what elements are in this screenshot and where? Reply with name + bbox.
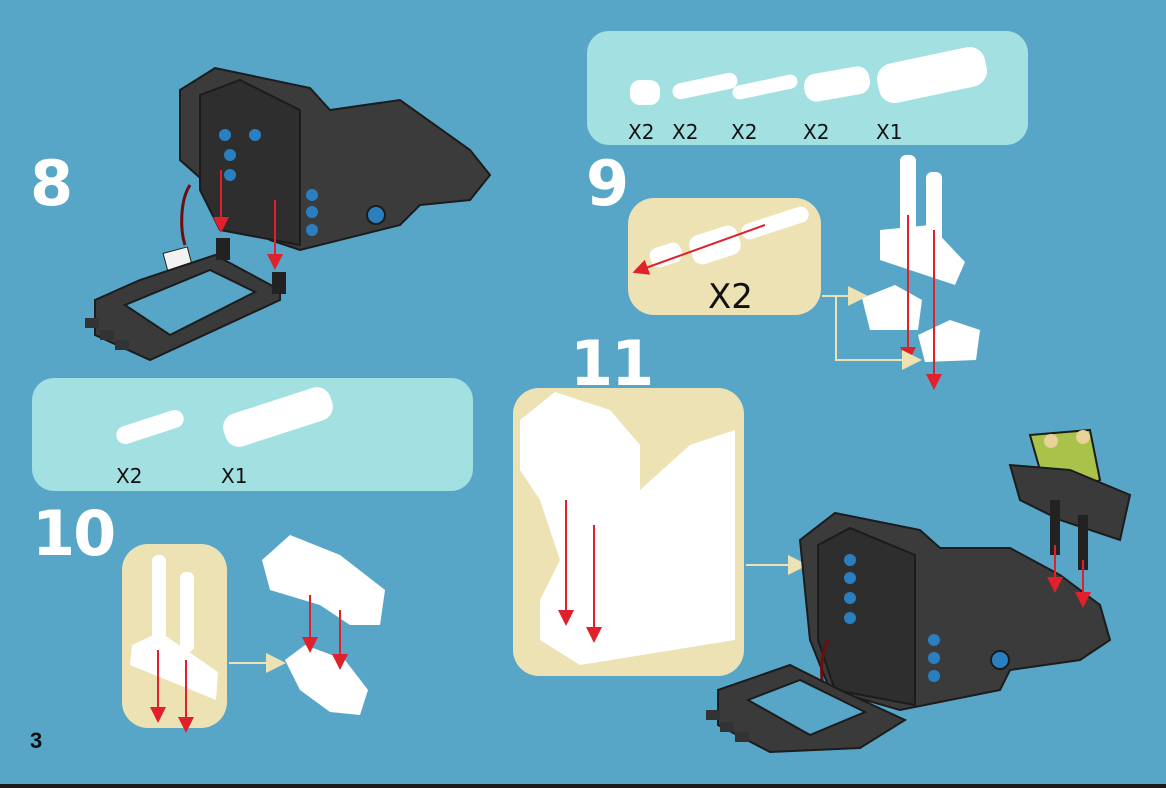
step9-part4-qty: X2 (803, 120, 829, 144)
step9-part5-qty: X1 (876, 120, 902, 144)
step9-callout-illustration (640, 205, 811, 270)
step10-part1-qty: X2 (116, 464, 142, 488)
step9-model (822, 155, 980, 382)
step9-part1-qty: X2 (628, 120, 654, 144)
bottom-rule (0, 784, 1166, 788)
step-11-number: 11 (570, 333, 652, 395)
step10-parts (114, 384, 337, 451)
step10-callout-illustration (130, 555, 276, 725)
step-10-number: 10 (32, 503, 114, 565)
step-8-number: 8 (30, 153, 71, 215)
step9-parts (630, 44, 990, 106)
step9-part2-qty: X2 (672, 120, 698, 144)
step10-part2-qty: X1 (221, 464, 247, 488)
step10-model (262, 535, 385, 715)
step8-model (85, 68, 490, 360)
step11-model (706, 430, 1130, 752)
step9-part3-qty: X2 (731, 120, 757, 144)
step9-callout-qty: X2 (708, 277, 753, 317)
page-number: 3 (30, 728, 42, 754)
step11-callout-illustration (520, 392, 798, 665)
step-9-number: 9 (586, 153, 627, 215)
